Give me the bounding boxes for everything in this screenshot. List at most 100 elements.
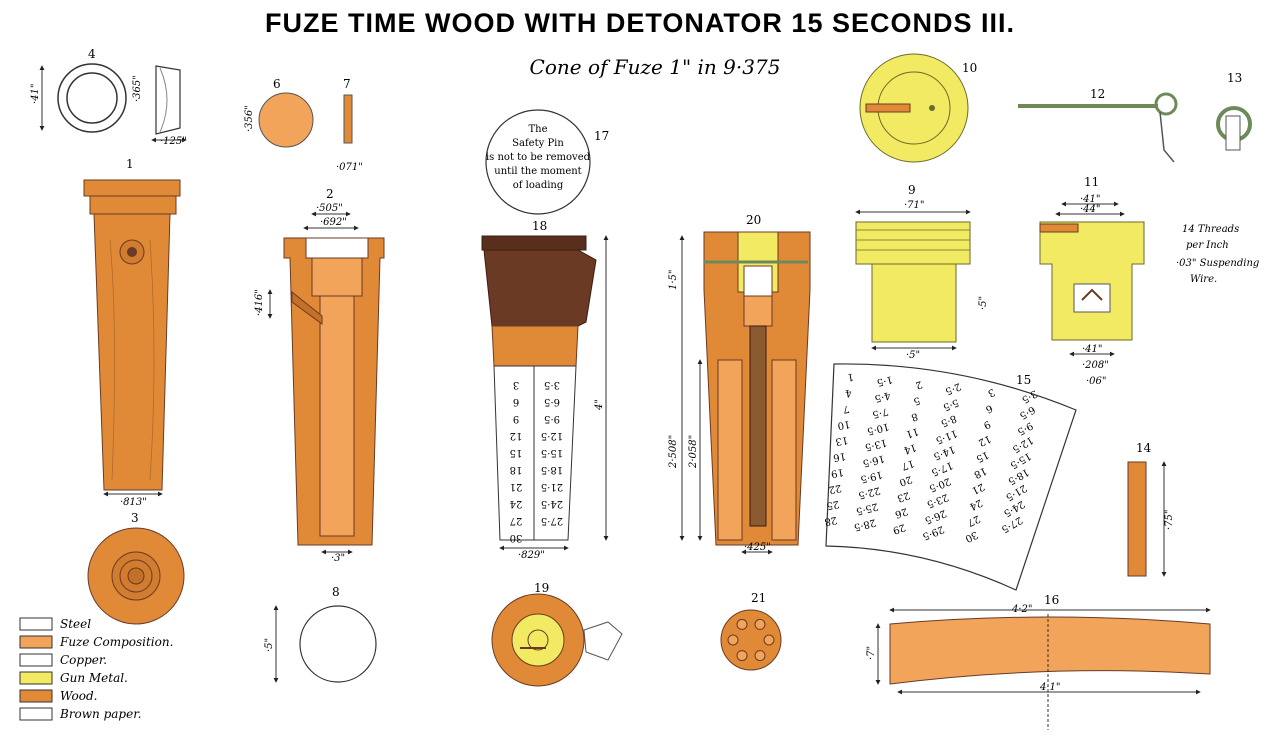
dim-2508: 2·508" bbox=[668, 435, 679, 469]
figure-3-base-view: 3 bbox=[87, 511, 185, 625]
scale-15-value: 17 bbox=[900, 457, 916, 471]
dim-15: 1·5" bbox=[668, 269, 679, 290]
safety-note-line-3: is not to be removed bbox=[486, 152, 591, 163]
figure-20-detonator-section: 20 2·508" 2·058" 1·5" ·425" bbox=[668, 213, 811, 555]
scale-18-left-value: 21 bbox=[510, 481, 523, 492]
figure-10-label: 10 bbox=[962, 61, 977, 75]
dim-692: ·692" bbox=[320, 217, 347, 228]
figure-17-label: 17 bbox=[594, 129, 609, 143]
legend-label: Gun Metal. bbox=[60, 671, 128, 685]
dim-41b: ·41" bbox=[1080, 194, 1101, 205]
figure-18-label: 18 bbox=[532, 219, 547, 233]
scale-15-value: 30 bbox=[963, 529, 979, 544]
dim-41d: 4·1" bbox=[1039, 682, 1061, 693]
figure-21-end-view: 21 bbox=[720, 591, 782, 671]
figure-6-label: 6 bbox=[273, 77, 281, 91]
figure-21-hole bbox=[763, 634, 775, 646]
scale-15-value: 8 bbox=[910, 410, 919, 422]
scale-15-value: 26 bbox=[893, 505, 909, 519]
scale-15-value: 25·5 bbox=[855, 500, 879, 516]
scale-15-value: 27 bbox=[965, 513, 981, 528]
figure-21-hole bbox=[754, 650, 766, 662]
wire-note-line-1: ·03" Suspending bbox=[1176, 258, 1259, 269]
scale-18-right-value: 6·5 bbox=[544, 396, 560, 407]
dim-5b: ·5" bbox=[906, 350, 920, 361]
scale-15-value: 19 bbox=[830, 466, 844, 479]
legend-label: Brown paper. bbox=[59, 707, 141, 721]
dim-3: ·3" bbox=[331, 553, 345, 564]
figure-2-section: 2 ·505" ·692" ·416" ·3" bbox=[254, 187, 385, 564]
figure-21-hole bbox=[736, 650, 748, 662]
figure-4-label: 4 bbox=[88, 47, 96, 61]
scale-15-value: 10·5 bbox=[866, 420, 890, 436]
scale-15-value: 28·5 bbox=[853, 516, 877, 532]
scale-15-value: 14 bbox=[902, 441, 918, 455]
dim-365: ·365" bbox=[132, 75, 143, 102]
safety-note-line-2: Safety Pin bbox=[512, 138, 564, 149]
dim-44: ·44" bbox=[1080, 204, 1101, 215]
scale-18-left-value: 6 bbox=[513, 396, 519, 407]
figure-21-label: 21 bbox=[751, 591, 766, 605]
scale-18-left-value: 15 bbox=[510, 447, 523, 458]
figure-1-wood-body: 1 ·813" bbox=[83, 157, 181, 508]
dim-125: ·125" bbox=[160, 136, 187, 147]
figure-20-label: 20 bbox=[746, 213, 761, 227]
scale-15-value: 4·5 bbox=[873, 389, 891, 404]
figure-11-label: 11 bbox=[1084, 175, 1099, 189]
legend-label: Steel bbox=[60, 617, 91, 631]
scale-18-right-value: 18·5 bbox=[541, 464, 563, 475]
scale-15-value: 11 bbox=[904, 425, 920, 439]
dim-071: ·071" bbox=[336, 162, 363, 173]
scale-15-value: 25 bbox=[826, 498, 840, 511]
legend-label: Fuze Composition. bbox=[59, 635, 173, 649]
thread-note-line-2: per Inch bbox=[1186, 240, 1229, 251]
legend-label: Copper. bbox=[60, 653, 107, 667]
scale-15-value: 24 bbox=[968, 497, 984, 512]
dim-7: ·7" bbox=[866, 646, 877, 660]
scale-15-value: 15 bbox=[974, 449, 990, 464]
scale-15-value: 12 bbox=[976, 433, 992, 448]
scale-15-value: 10 bbox=[837, 418, 851, 431]
scale-15-value: 16 bbox=[832, 450, 846, 463]
scale-18-right-value: 21·5 bbox=[541, 481, 563, 492]
figure-8-label: 8 bbox=[332, 585, 340, 599]
safety-note-line-1: The bbox=[528, 124, 547, 135]
scale-15-value: 13 bbox=[834, 434, 848, 447]
scale-18-left-value: 12 bbox=[510, 430, 523, 441]
safety-note-line-5: of loading bbox=[513, 180, 564, 191]
figure-21-holes bbox=[727, 618, 775, 662]
safety-note-line-4: until the moment bbox=[494, 166, 581, 177]
scale-18-right-value: 27·5 bbox=[541, 515, 563, 526]
dim-4: 4" bbox=[594, 399, 605, 411]
figure-1-label: 1 bbox=[126, 157, 134, 171]
scale-15-value: 23 bbox=[896, 489, 912, 503]
scale-15-value: 6 bbox=[984, 402, 995, 415]
dim-71: ·71" bbox=[904, 200, 925, 211]
figure-7-label: 7 bbox=[343, 77, 351, 91]
scale-15-value: 28 bbox=[823, 514, 837, 527]
dim-41c: ·41" bbox=[1082, 344, 1103, 355]
scale-18-left-value: 24 bbox=[510, 498, 523, 509]
scale-15-value: 1 bbox=[846, 370, 854, 382]
scale-15-value: 22·5 bbox=[857, 484, 881, 500]
dim-5a: ·5" bbox=[264, 638, 275, 652]
figure-11-cap-section: 11 ·41" ·44" ·41" ·208" ·06" 14 Threads … bbox=[1039, 175, 1259, 387]
scale-15-value: 7 bbox=[842, 402, 850, 414]
scale-15-value: 4 bbox=[844, 386, 852, 398]
figure-15-time-scale: 15 147101316192225281·54·57·510·513·516·… bbox=[823, 363, 1077, 591]
scale-15-value: 19·5 bbox=[859, 468, 883, 484]
figure-8-steel-disc: 8 ·5" bbox=[264, 585, 377, 683]
dim-829: ·829" bbox=[518, 550, 545, 561]
legend-swatch bbox=[19, 689, 53, 703]
dim-416: ·416" bbox=[254, 289, 265, 316]
figure-21-hole bbox=[754, 618, 766, 630]
legend-swatch bbox=[19, 617, 53, 631]
figure-16-composition-strip: 16 4·2" 4·1" ·7" bbox=[866, 593, 1211, 730]
scale-18-left-value: 3 bbox=[513, 379, 519, 390]
dim-505: ·505" bbox=[316, 203, 343, 214]
legend-swatch bbox=[19, 653, 53, 667]
dim-813: ·813" bbox=[120, 497, 147, 508]
scale-18-right-value: 15·5 bbox=[541, 447, 563, 458]
